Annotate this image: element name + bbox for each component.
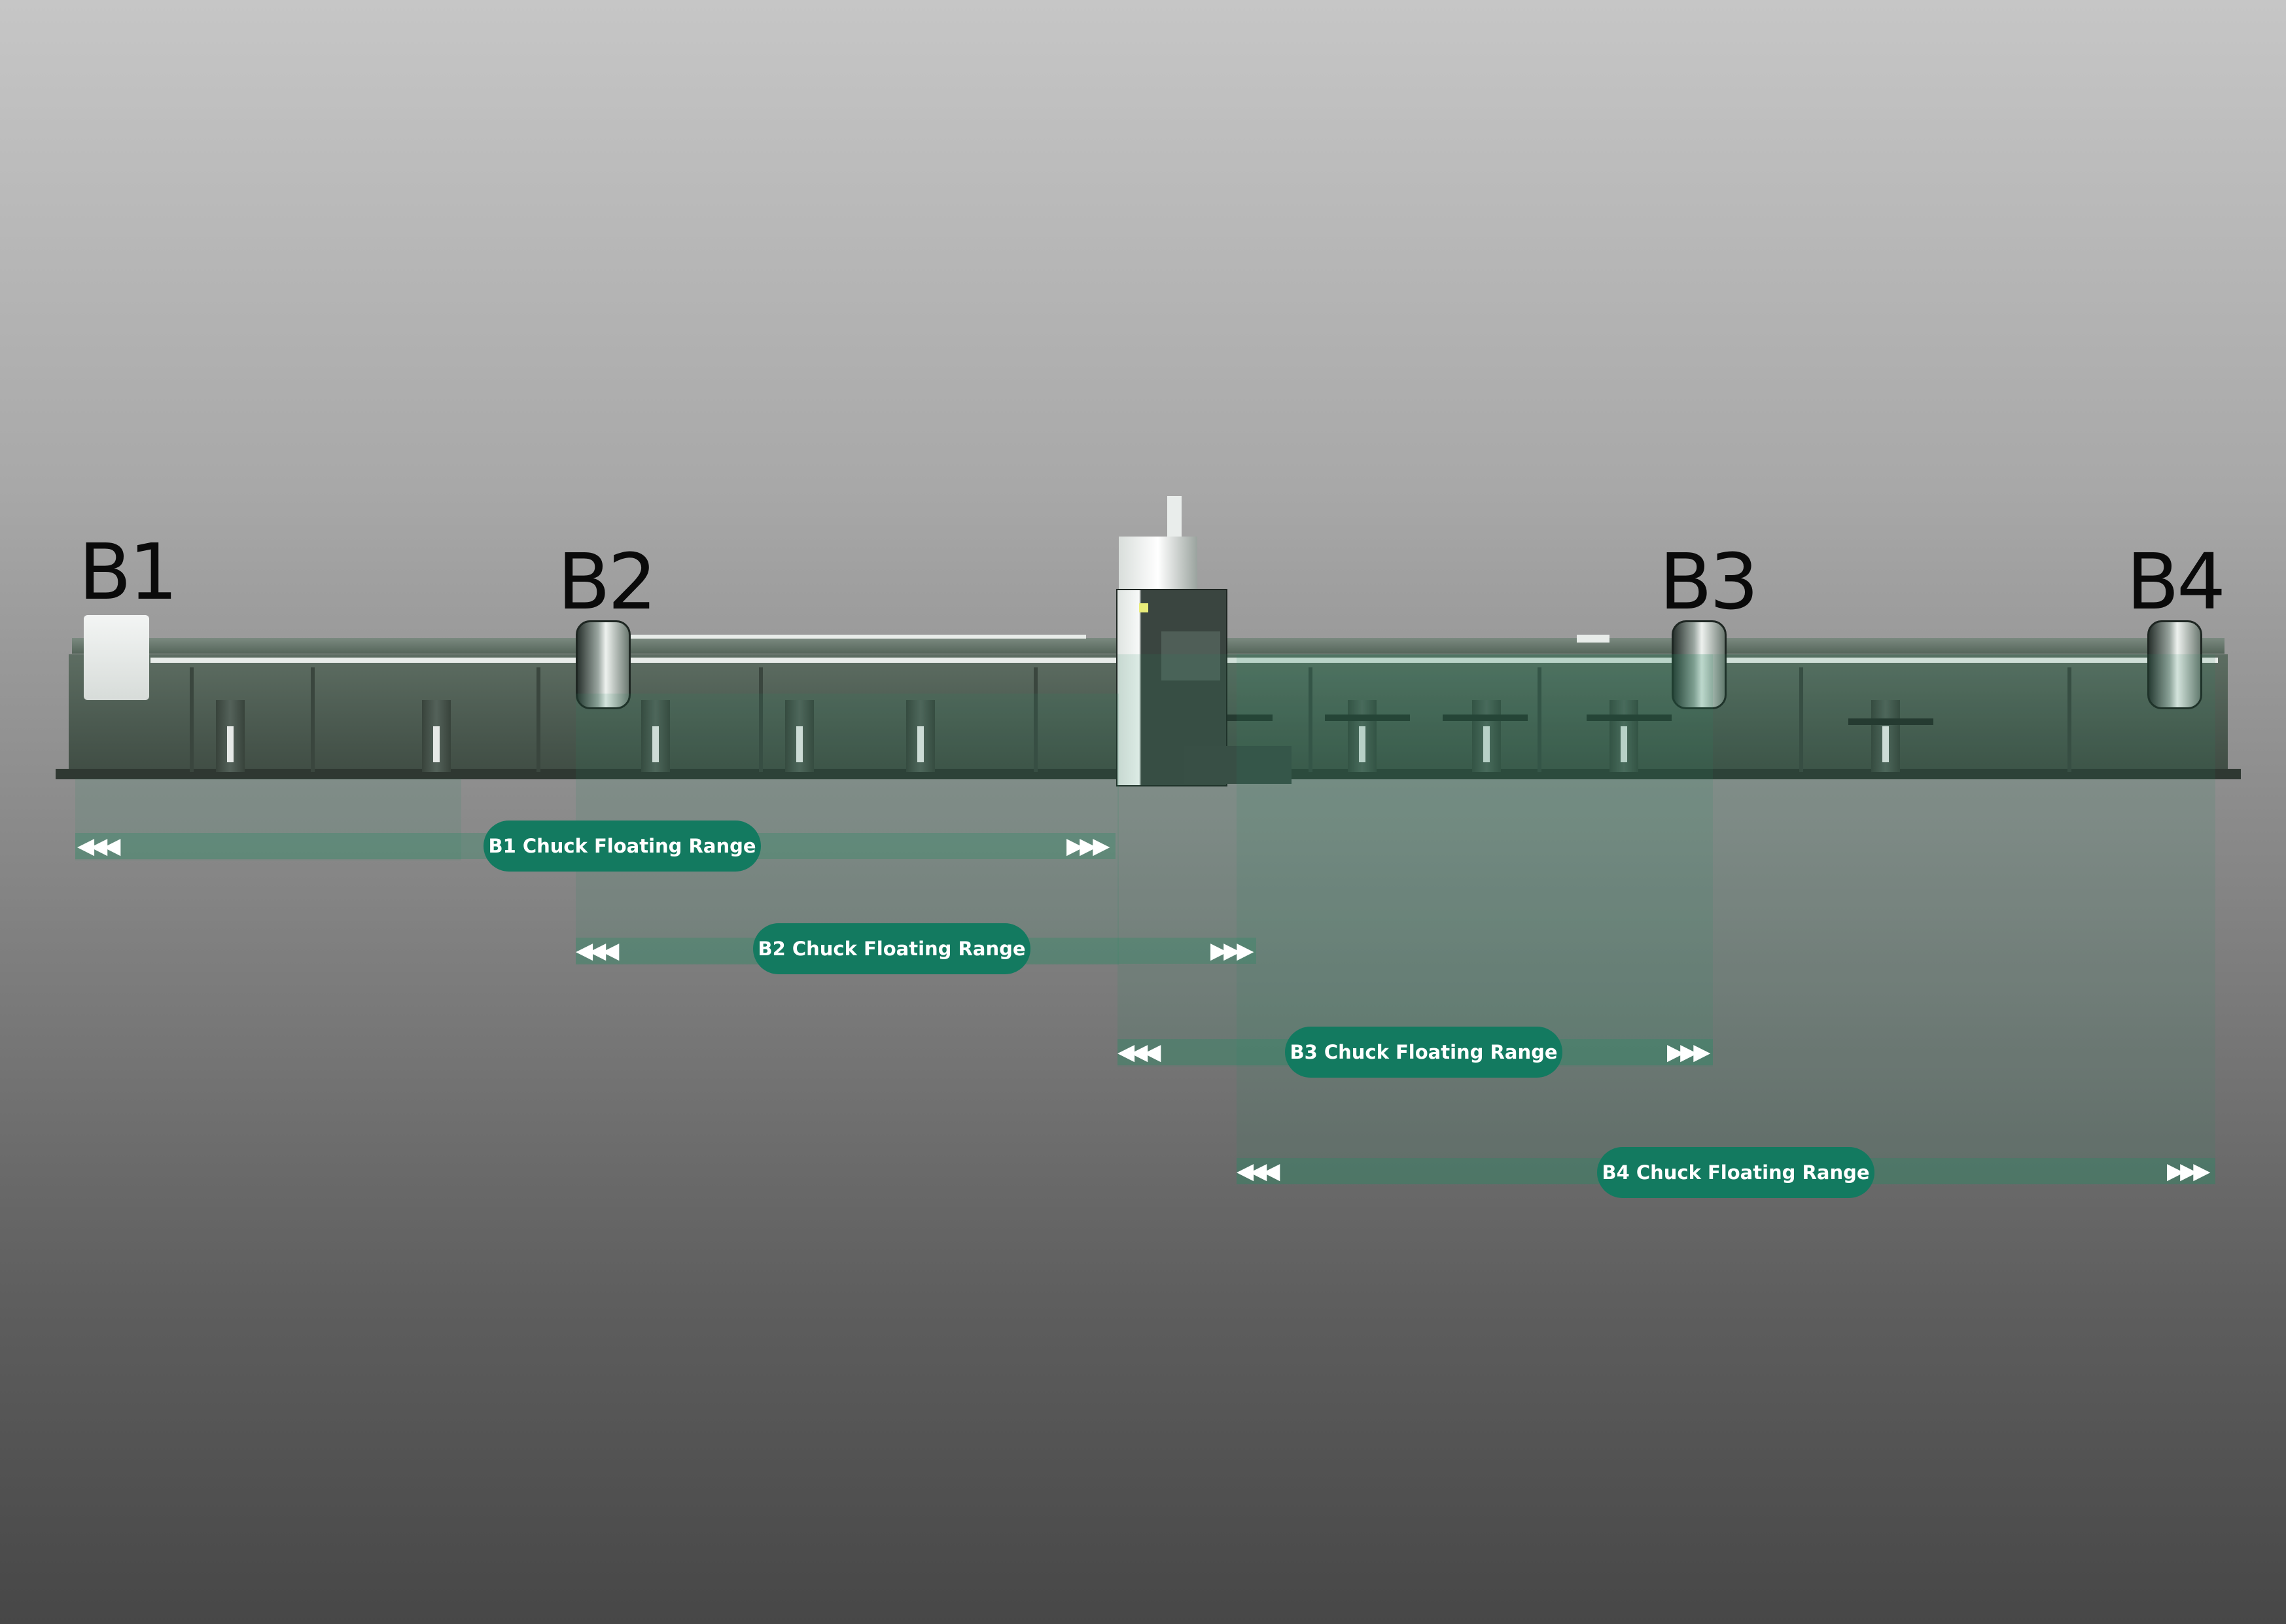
pipe-support: [1871, 700, 1900, 772]
chuck-b4-body: [2147, 620, 2202, 709]
unloading-table: [1587, 715, 1672, 721]
b3-right-arrows-icon: ▶▶▶: [1667, 1039, 1710, 1065]
b4-left-arrows-icon: ◀◀◀: [1237, 1158, 1280, 1184]
unloading-table: [1187, 715, 1273, 721]
pipe-support: [906, 700, 935, 772]
frame-rib: [759, 667, 763, 772]
pipe-support: [422, 700, 451, 772]
b2-left-arrows-icon: ◀◀◀: [576, 938, 619, 964]
unloading-table: [1848, 718, 1933, 725]
pipe-support: [216, 700, 245, 772]
b1-right-arrows-icon: ▶▶▶: [1066, 833, 1110, 859]
frame-rib: [1799, 667, 1803, 772]
pipe-support: [1472, 700, 1501, 772]
frame-rib: [311, 667, 315, 772]
b4-right-arrows-icon: ▶▶▶: [2167, 1158, 2210, 1184]
cutting-head-mast: [1167, 496, 1182, 548]
b1-left-arrows-icon: ◀◀◀: [77, 833, 120, 859]
b1-range-label: B1 Chuck Floating Range: [484, 821, 761, 872]
chuck-b3-body: [1672, 620, 1727, 709]
chuck-label-b1: B1: [79, 527, 178, 617]
cutting-head-window: [1161, 631, 1220, 680]
frame-rib: [1309, 667, 1312, 772]
cutting-head-base: [1184, 746, 1292, 784]
chuck-label-b2: B2: [557, 537, 657, 627]
pipe-support: [785, 700, 814, 772]
chuck-b1-body: [84, 615, 149, 700]
frame-rib: [1538, 667, 1541, 772]
pipe-support: [641, 700, 670, 772]
pipe-support: [1609, 700, 1638, 772]
chuck-label-b4: B4: [2126, 537, 2226, 627]
upper-rail-strip: [628, 635, 1086, 639]
unloading-table: [1325, 715, 1410, 721]
frame-rib: [2067, 667, 2071, 772]
upper-rail-block: [1577, 635, 1609, 643]
b4-range-area: [1237, 654, 2215, 1184]
b3-left-arrows-icon: ◀◀◀: [1117, 1039, 1161, 1065]
chuck-b2-body: [576, 620, 631, 709]
unloading-table: [1443, 715, 1528, 721]
frame-rib: [190, 667, 194, 772]
b3-range-label: B3 Chuck Floating Range: [1285, 1027, 1562, 1078]
status-lamp-icon: [1139, 603, 1148, 612]
b3-range-area: [1117, 654, 1713, 1067]
cutting-head-top: [1119, 537, 1197, 589]
chuck-label-b3: B3: [1659, 537, 1759, 627]
b1-range-area: [75, 779, 461, 860]
pipe-support: [1348, 700, 1377, 772]
frame-rib: [1034, 667, 1038, 772]
b2-range-label: B2 Chuck Floating Range: [753, 923, 1030, 974]
b4-range-label: B4 Chuck Floating Range: [1597, 1147, 1874, 1198]
b2-right-arrows-icon: ▶▶▶: [1210, 938, 1254, 964]
rail-strip: [150, 658, 1119, 663]
frame-rib: [536, 667, 540, 772]
